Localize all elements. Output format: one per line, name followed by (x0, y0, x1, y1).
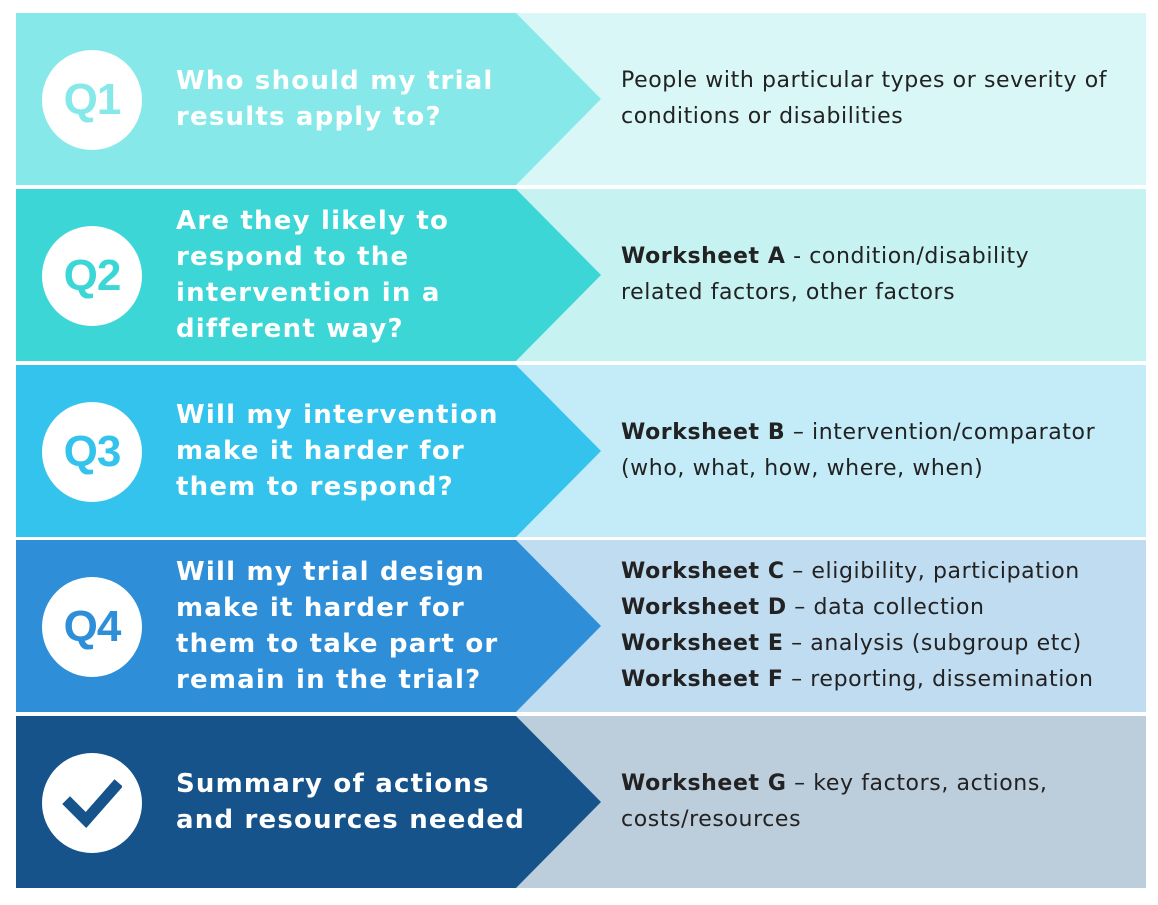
worksheet-label: Worksheet B (621, 420, 786, 445)
answer-line: Worksheet F – reporting, dissemination (621, 662, 1146, 698)
badge-label: Q1 (63, 75, 122, 124)
question-chevron (16, 365, 601, 537)
answer-description: - condition/disability (785, 244, 1030, 269)
answer-description: – eligibility, participation (784, 559, 1080, 584)
flow-row-1: Q1 Who should my trial results apply to? Pe… (16, 13, 1146, 185)
badge-label: Q2 (63, 251, 122, 300)
question-line: them to take part or (176, 629, 499, 659)
question-line: and resources needed (176, 805, 526, 835)
question-badge (42, 753, 142, 853)
answer-description: related factors, other factors (621, 280, 956, 305)
answer-line: Worksheet G – key factors, actions, (621, 766, 1146, 802)
answer-text: Worksheet C – eligibility, participation… (621, 540, 1146, 712)
question-line: them to respond? (176, 472, 454, 502)
answer-line: Worksheet C – eligibility, participation (621, 554, 1146, 590)
question-line: different way? (176, 314, 404, 344)
answer-line: People with particular types or severity… (621, 63, 1146, 99)
answer-description: costs/resources (621, 807, 802, 832)
question-line: results apply to? (176, 102, 442, 132)
question-badge: Q4 (42, 577, 142, 677)
answer-description: – intervention/comparator (785, 420, 1096, 445)
worksheet-label: Worksheet E (621, 631, 784, 656)
row-background (16, 13, 1146, 185)
answer-text: Worksheet G – key factors, actions, costs… (621, 716, 1146, 888)
answer-line: Worksheet D – data collection (621, 590, 1146, 626)
worksheet-label: Worksheet D (621, 595, 787, 620)
question-text: Are they likely to respond to the interven… (176, 189, 526, 361)
row-background (16, 189, 1146, 361)
question-line: intervention in a (176, 278, 441, 308)
answer-line: Worksheet B – intervention/comparator (621, 415, 1146, 451)
question-text: Who should my trial results apply to? (176, 13, 526, 185)
question-text: Will my trial design make it harder for th… (176, 540, 526, 712)
flow-row-4: Q4 Will my trial design make it harder for… (16, 540, 1146, 712)
answer-description: – key factors, actions, (786, 771, 1048, 796)
answer-line: Worksheet E – analysis (subgroup etc) (621, 626, 1146, 662)
answer-line: conditions or disabilities (621, 99, 1146, 135)
question-chevron (16, 13, 601, 185)
answer-text: Worksheet B – intervention/comparator (wh… (621, 365, 1146, 537)
question-line: Summary of actions (176, 769, 490, 799)
answer-line: Worksheet A - condition/disability (621, 239, 1146, 275)
answer-line: related factors, other factors (621, 275, 1146, 311)
question-line: Will my intervention (176, 400, 499, 430)
answer-description: (who, what, how, where, when) (621, 456, 984, 481)
answer-text: Worksheet A - condition/disability relate… (621, 189, 1146, 361)
worksheet-label: Worksheet G (621, 771, 787, 796)
question-chevron (16, 540, 601, 712)
flow-row-3: Q3 Will my intervention make it harder for… (16, 365, 1146, 537)
question-chevron (16, 189, 601, 361)
answer-description: conditions or disabilities (621, 104, 904, 129)
question-line: Will my trial design (176, 557, 485, 587)
question-line: make it harder for (176, 436, 465, 466)
question-text: Summary of actions and resources needed (176, 716, 526, 888)
answer-description: – data collection (786, 595, 985, 620)
worksheet-label: Worksheet A (621, 244, 786, 269)
answer-description: – analysis (subgroup etc) (783, 631, 1082, 656)
flow-row-5: Summary of actions and resources needed Wo… (16, 716, 1146, 888)
question-line: Who should my trial (176, 66, 494, 96)
question-chevron (16, 716, 601, 888)
answer-line: (who, what, how, where, when) (621, 451, 1146, 487)
checkmark-icon (62, 779, 122, 829)
question-line: respond to the (176, 242, 410, 272)
answer-text: People with particular types or severity… (621, 13, 1146, 185)
question-badge: Q2 (42, 226, 142, 326)
worksheet-label: Worksheet C (621, 559, 785, 584)
answer-description: People with particular types or severity… (621, 68, 1108, 93)
badge-label: Q4 (63, 602, 122, 651)
row-background (16, 716, 1146, 888)
question-line: make it harder for (176, 593, 465, 623)
question-text: Will my intervention make it harder for th… (176, 365, 526, 537)
answer-line: costs/resources (621, 802, 1146, 838)
row-background (16, 540, 1146, 712)
question-badge: Q3 (42, 402, 142, 502)
row-background (16, 365, 1146, 537)
question-line: remain in the trial? (176, 665, 482, 695)
flow-row-2: Q2 Are they likely to respond to the interv… (16, 189, 1146, 361)
worksheet-label: Worksheet F (621, 667, 784, 692)
question-line: Are they likely to (176, 206, 450, 236)
badge-label: Q3 (63, 427, 122, 476)
question-badge: Q1 (42, 50, 142, 150)
answer-description: – reporting, dissemination (783, 667, 1094, 692)
